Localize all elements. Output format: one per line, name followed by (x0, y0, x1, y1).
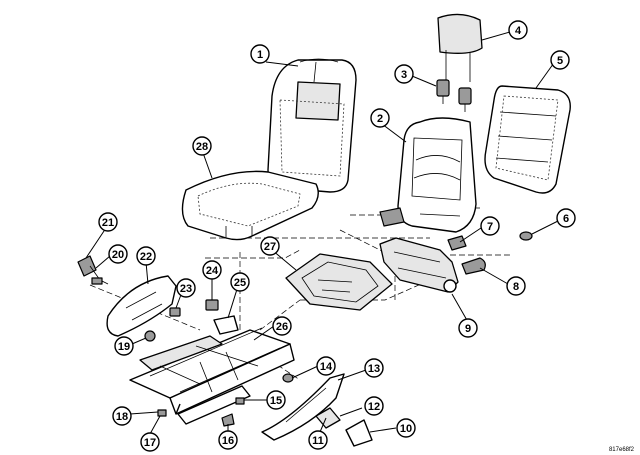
svg-text:9: 9 (465, 323, 471, 335)
callout-23: 23 (176, 278, 196, 298)
callout-26: 26 (272, 316, 292, 336)
svg-text:8: 8 (513, 281, 519, 293)
svg-text:14: 14 (320, 361, 333, 373)
recline-handle (461, 257, 486, 275)
svg-text:1: 1 (257, 49, 263, 61)
callout-18: 18 (112, 406, 132, 426)
seatback-frame (379, 117, 477, 233)
seatback-panel (484, 85, 571, 194)
callout-10: 10 (396, 418, 416, 438)
handle-trim (315, 407, 373, 447)
callout-2: 2 (370, 108, 390, 128)
callout-20: 20 (108, 244, 128, 264)
callout-24: 24 (202, 260, 222, 280)
svg-text:25: 25 (234, 277, 246, 289)
svg-text:23: 23 (180, 283, 192, 295)
small-hardware (144, 299, 259, 355)
svg-text:12: 12 (368, 401, 380, 413)
svg-text:3: 3 (401, 69, 407, 81)
svg-text:4: 4 (515, 25, 522, 37)
callout-11: 11 (308, 430, 328, 450)
svg-text:11: 11 (312, 435, 324, 447)
svg-text:18: 18 (116, 411, 128, 423)
pivot-bushing (519, 231, 533, 241)
svg-text:24: 24 (206, 265, 219, 277)
leader-lines (85, 31, 561, 435)
seat-cushion (181, 170, 319, 241)
callout-15: 15 (266, 390, 286, 410)
callout-9: 9 (458, 318, 478, 338)
callout-4: 4 (508, 20, 528, 40)
svg-text:17: 17 (144, 437, 156, 449)
svg-text:28: 28 (196, 141, 208, 153)
callout-16: 16 (218, 430, 238, 450)
seat-pan (285, 253, 393, 311)
svg-text:20: 20 (112, 249, 124, 261)
svg-text:19: 19 (118, 341, 130, 353)
callout-27: 27 (260, 236, 280, 256)
svg-text:16: 16 (222, 435, 234, 447)
callout-7: 7 (480, 216, 500, 236)
callout-6: 6 (556, 208, 576, 228)
callout-17: 17 (140, 432, 160, 452)
svg-text:5: 5 (557, 55, 563, 67)
seatback-cushion (267, 58, 357, 193)
headrest-guides (436, 79, 472, 112)
callout-8: 8 (506, 276, 526, 296)
outboard-shield (106, 275, 177, 337)
callout-28: 28 (192, 136, 212, 156)
svg-text:22: 22 (140, 251, 152, 263)
svg-text:27: 27 (264, 241, 276, 253)
callout-19: 19 (114, 336, 134, 356)
svg-text:15: 15 (270, 395, 282, 407)
svg-text:21: 21 (102, 217, 114, 229)
seat-adjuster-track (129, 327, 295, 425)
svg-text:2: 2 (377, 113, 383, 125)
callout-5: 5 (550, 50, 570, 70)
callout-1: 1 (250, 44, 270, 64)
callout-21: 21 (98, 212, 118, 232)
svg-text:10: 10 (400, 423, 412, 435)
callout-14: 14 (316, 356, 336, 376)
reference-code: 817e68f2 (609, 447, 635, 453)
svg-text:6: 6 (563, 213, 569, 225)
svg-text:26: 26 (276, 321, 288, 333)
callout-12: 12 (364, 396, 384, 416)
inboard-shield (261, 373, 345, 441)
recliner-mechanism (379, 235, 467, 293)
headrest (437, 13, 483, 82)
svg-text:13: 13 (368, 363, 380, 375)
callout-3: 3 (394, 64, 414, 84)
side-lever (77, 255, 109, 285)
callout-22: 22 (136, 246, 156, 266)
svg-text:7: 7 (487, 221, 493, 233)
callout-25: 25 (230, 272, 250, 292)
callout-13: 13 (364, 358, 384, 378)
